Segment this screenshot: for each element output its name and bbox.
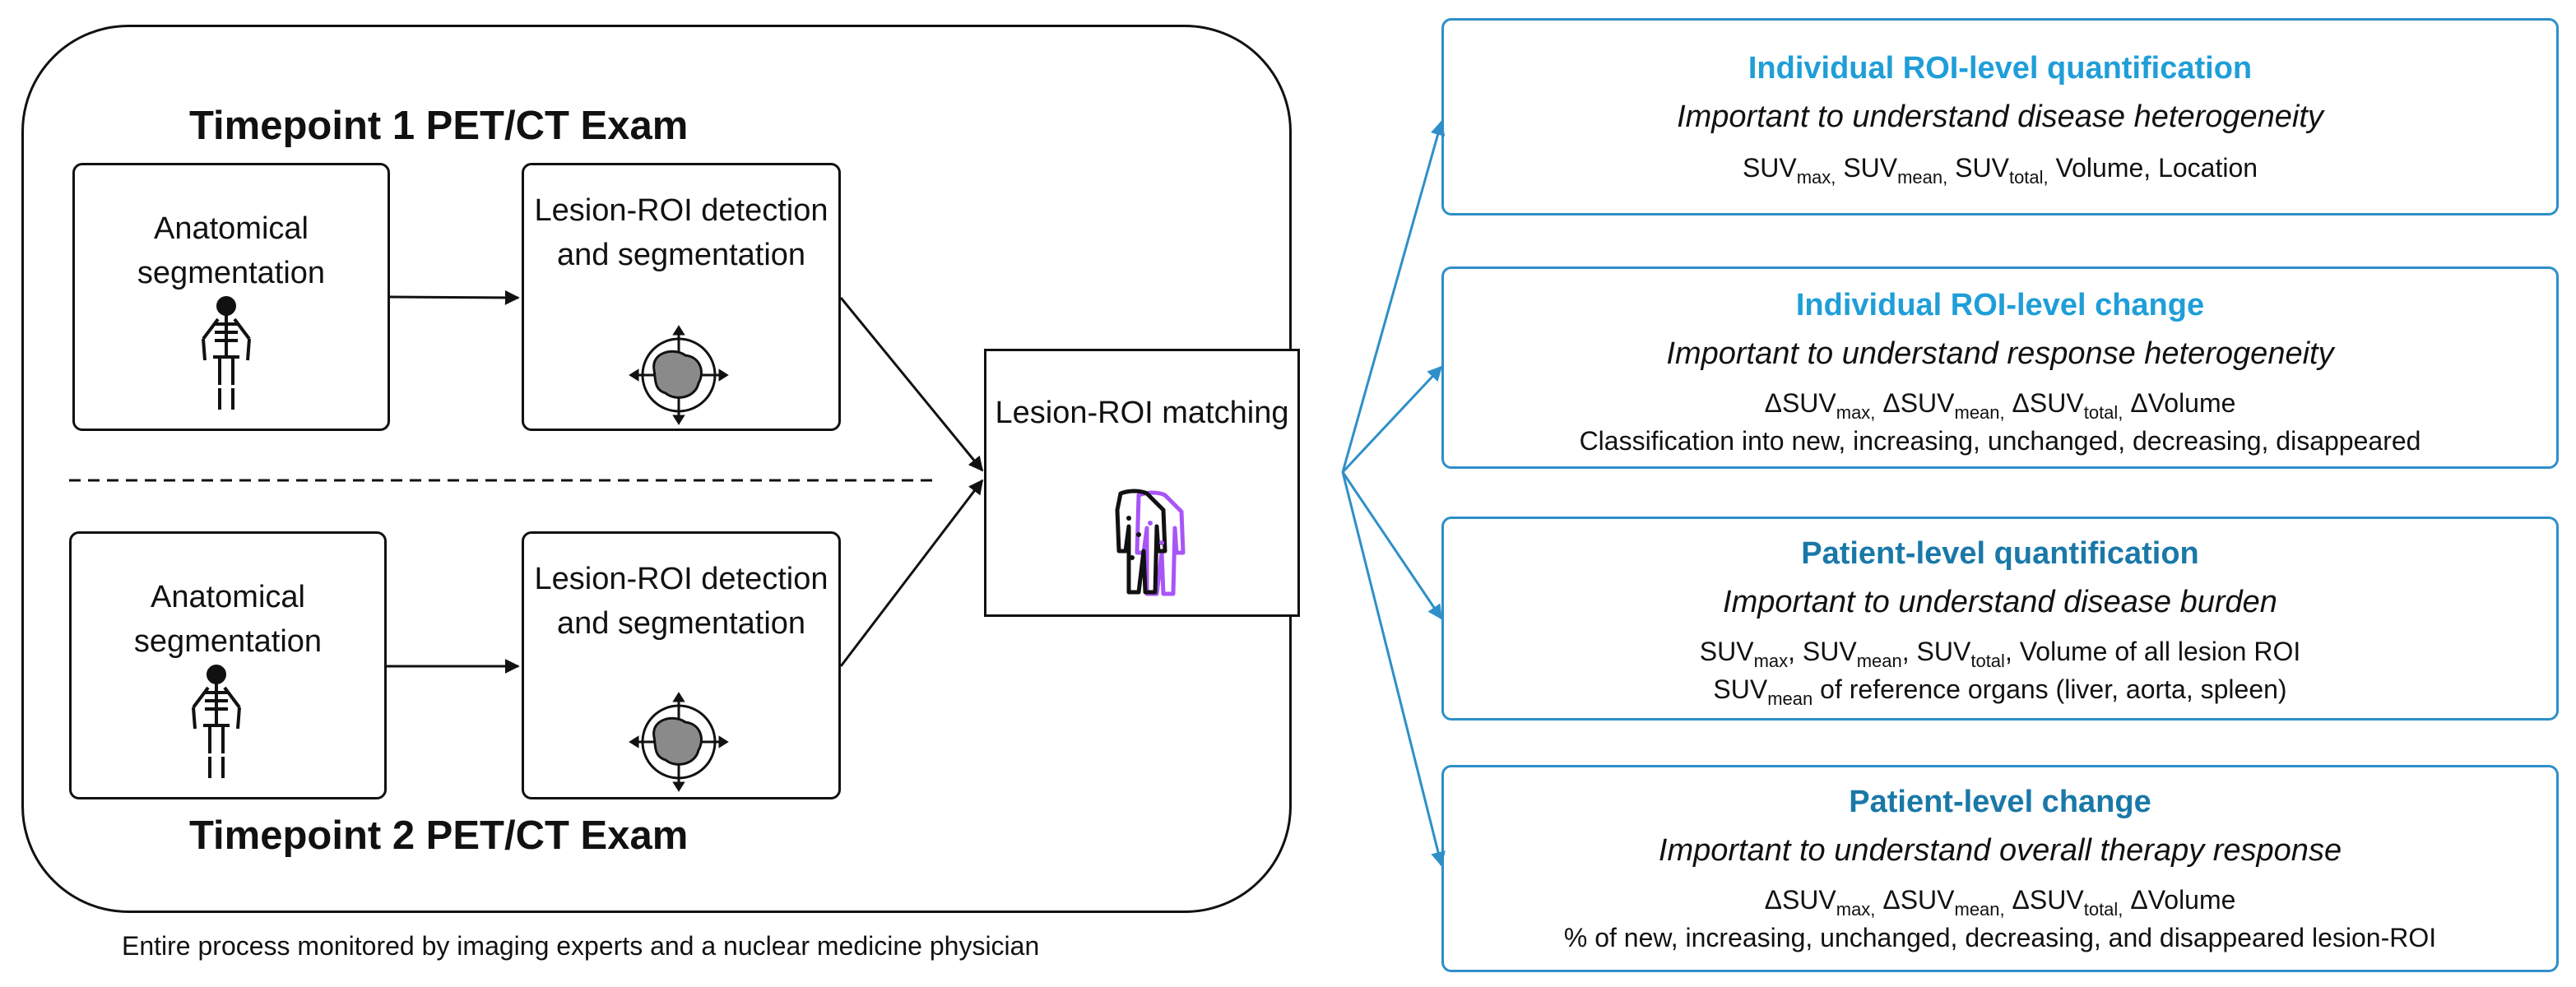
- arrow-to-output-2: [1341, 365, 1443, 474]
- output-roi-quantification-box: Individual ROI-level quantification Impo…: [1441, 18, 2559, 215]
- output-patient-change-box: Patient-level change Important to unders…: [1441, 765, 2559, 972]
- output-4-detail-2: % of new, increasing, unchanged, decreas…: [1563, 923, 2437, 952]
- output-2-detail-2: Classification into new, increasing, unc…: [1579, 426, 2421, 456]
- arrow-to-output-1: [1341, 120, 1446, 473]
- timepoint-1-title: Timepoint 1 PET/CT Exam: [189, 104, 689, 148]
- tp1-lesion-label: Lesion-ROI detection and segmentation: [534, 193, 828, 272]
- output-4-detail-1: ΔSUVmax, ΔSUVmean, ΔSUVtotal, ΔVolume: [1764, 885, 2236, 920]
- tp2-anatomical-segmentation-box: Anatomical segmentation: [69, 531, 387, 799]
- output-3-subtitle: Important to understand disease burden: [1723, 585, 2277, 619]
- footer-note: Entire process monitored by imaging expe…: [122, 931, 1040, 961]
- tp1-anatomical-segmentation-box: Anatomical segmentation: [72, 163, 390, 431]
- arrow-tp2-to-matching: [839, 479, 984, 667]
- output-4-title: Patient-level change: [1849, 785, 2151, 819]
- skeleton-icon: [192, 665, 241, 778]
- output-1-detail: SUVmax, SUVmean, SUVtotal, Volume, Locat…: [1742, 153, 2258, 188]
- output-2-title: Individual ROI-level change: [1795, 288, 2205, 322]
- arrow-to-output-4: [1341, 471, 1446, 867]
- arrow-tp1-to-matching: [839, 297, 984, 472]
- output-4-subtitle: Important to understand overall therapy …: [1658, 833, 2342, 868]
- output-1-title: Individual ROI-level quantification: [1748, 51, 2253, 86]
- output-patient-quantification-box: Patient-level quantification Important t…: [1441, 517, 2559, 721]
- overlapping-bodies-icon: [1115, 489, 1186, 596]
- arrow-to-output-3: [1341, 471, 1443, 620]
- tp2-lesion-label: Lesion-ROI detection and segmentation: [534, 562, 828, 641]
- arrow-tp1-anat-to-lesion: [389, 290, 520, 305]
- output-1-subtitle: Important to understand disease heteroge…: [1677, 100, 2323, 134]
- output-2-subtitle: Important to understand response heterog…: [1666, 336, 2334, 371]
- timepoint-2-title: Timepoint 2 PET/CT Exam: [189, 813, 689, 858]
- output-3-title: Patient-level quantification: [1801, 536, 2199, 571]
- output-roi-change-box: Individual ROI-level change Important to…: [1441, 266, 2559, 469]
- tp1-anatomical-label: Anatomical segmentation: [137, 211, 326, 290]
- lesion-matching-label: Lesion-ROI matching: [995, 396, 1289, 430]
- lesion-target-icon: [629, 692, 729, 792]
- output-3-detail-1: SUVmax, SUVmean, SUVtotal, Volume of all…: [1699, 637, 2301, 671]
- tp2-anatomical-label: Anatomical segmentation: [133, 580, 323, 659]
- output-3-detail-2: SUVmean of reference organs (liver, aort…: [1713, 674, 2287, 709]
- output-2-detail-1: ΔSUVmax, ΔSUVmean, ΔSUVtotal, ΔVolume: [1764, 388, 2236, 423]
- skeleton-icon: [202, 296, 251, 410]
- lesion-target-icon: [629, 325, 729, 425]
